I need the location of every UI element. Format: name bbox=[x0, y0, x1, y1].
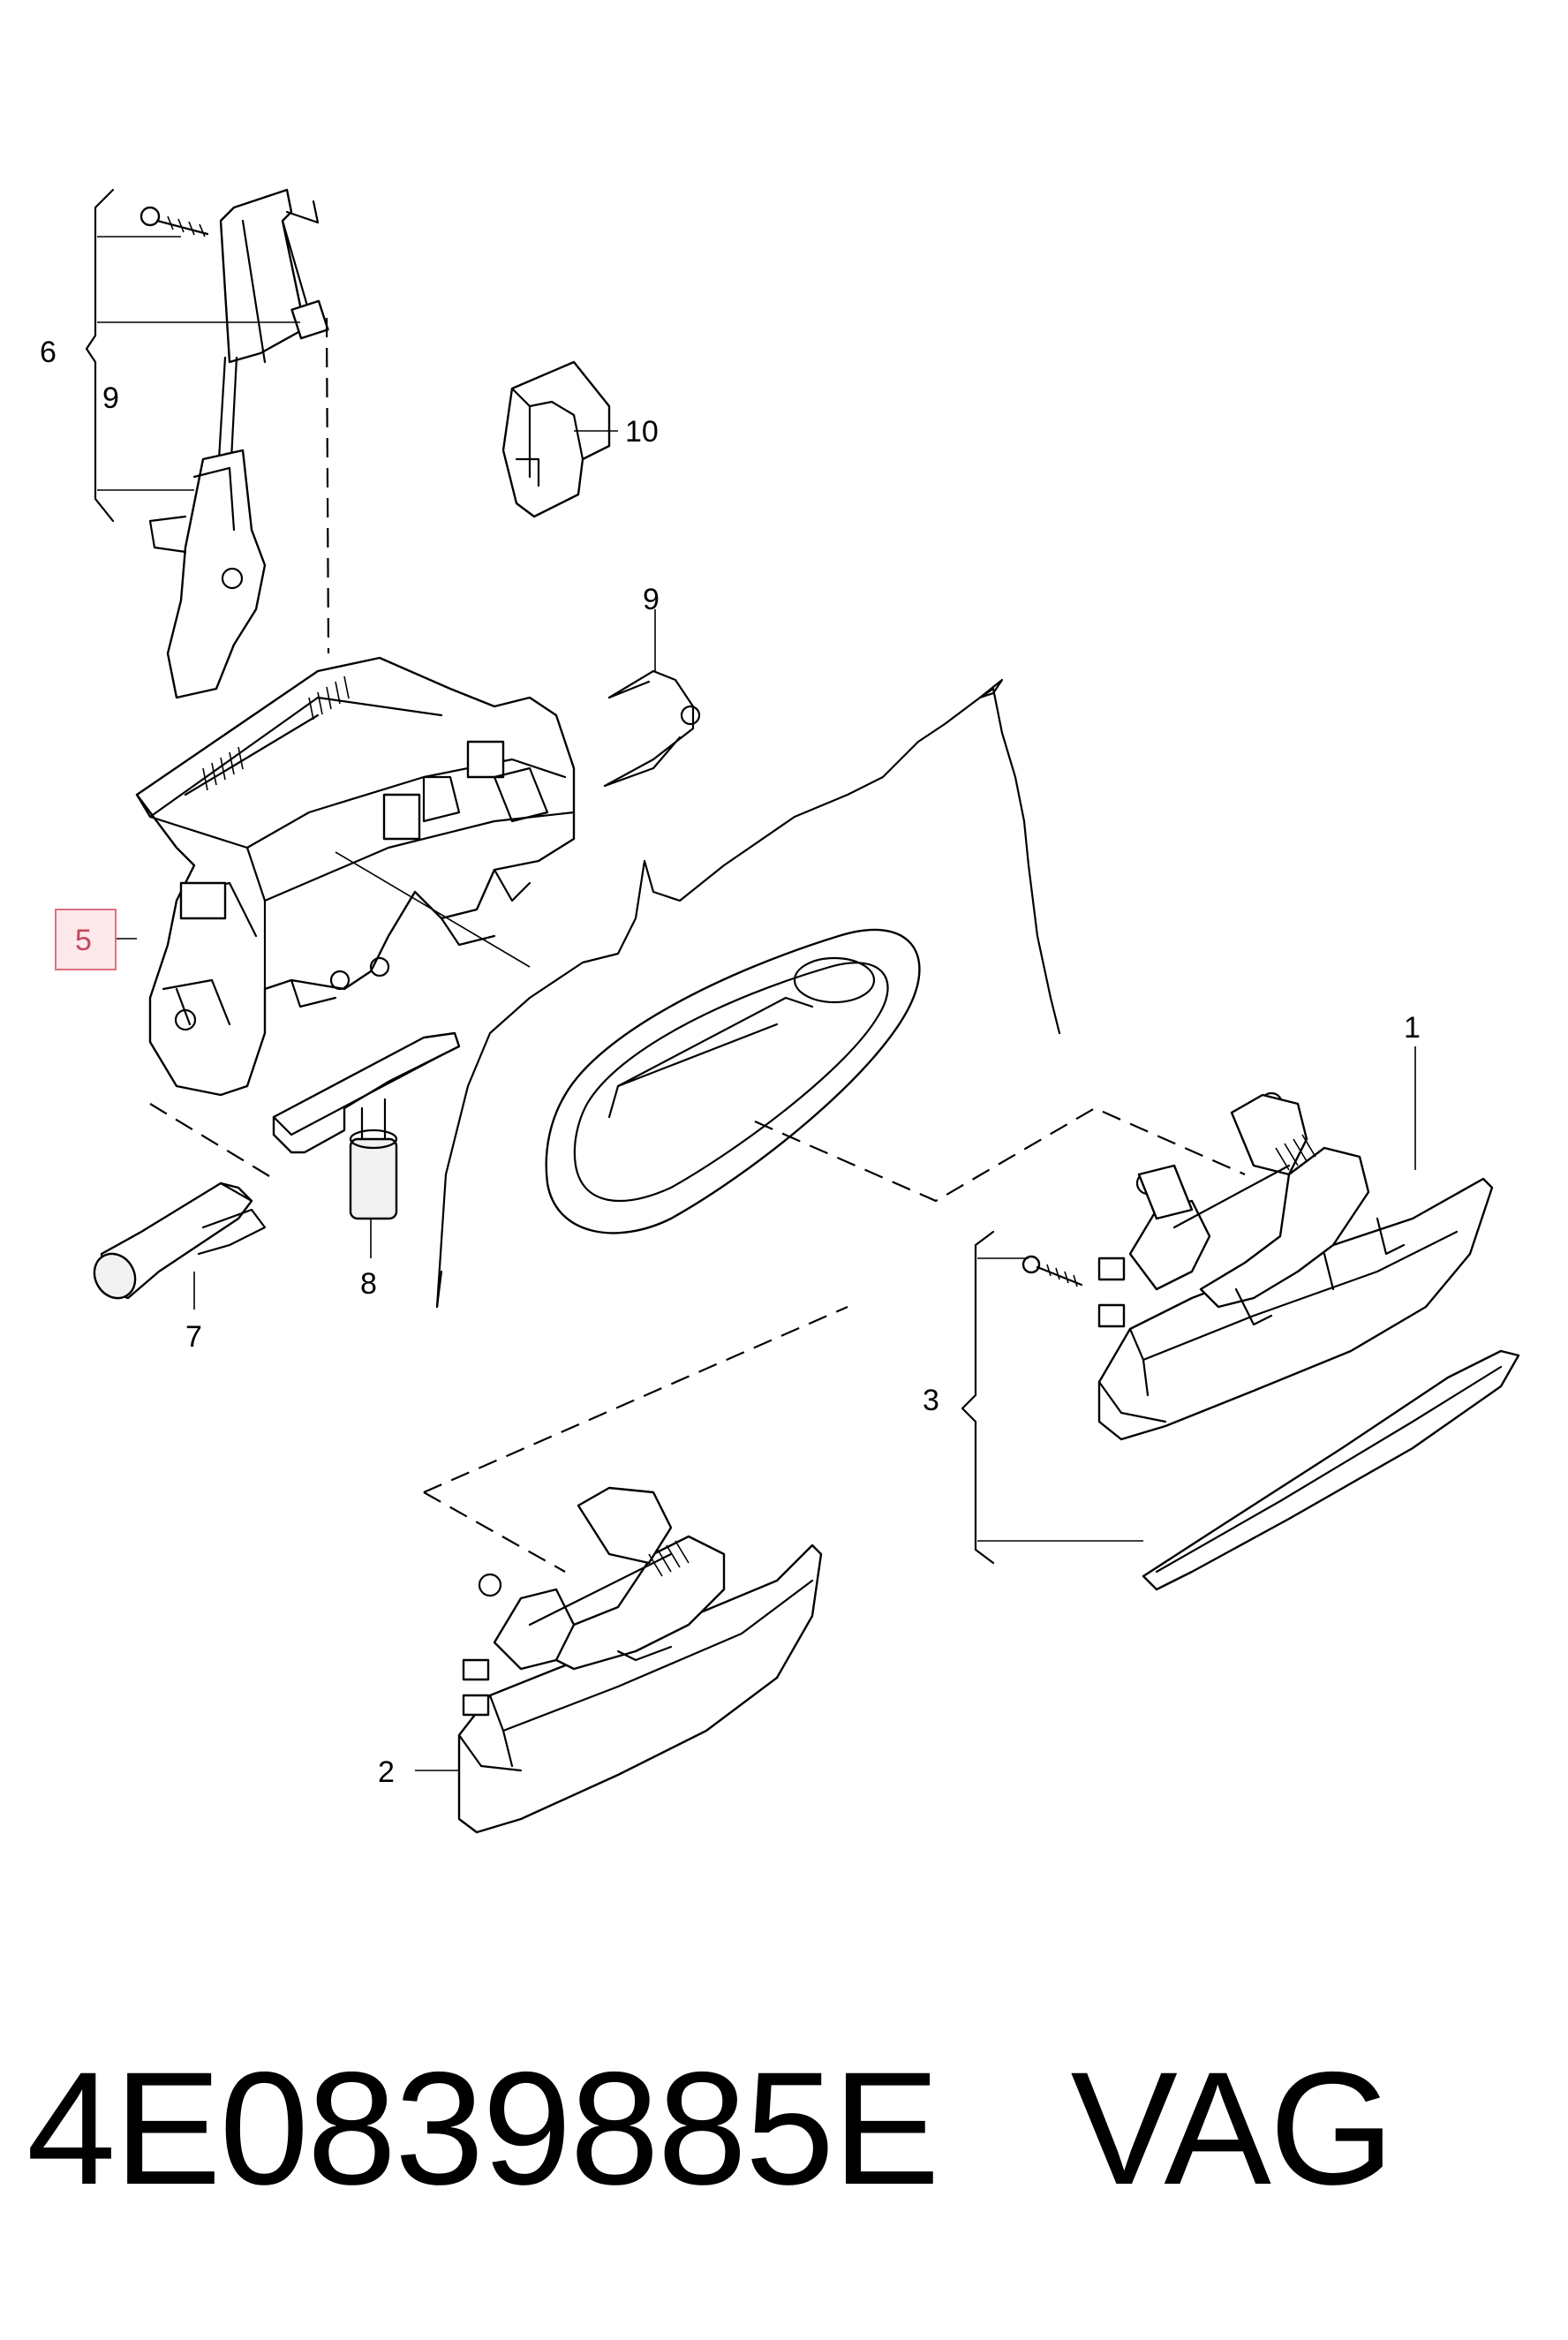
callout-2: 2 bbox=[378, 1755, 395, 1789]
part-7-lock-cylinder bbox=[93, 1181, 267, 1300]
bracket-brace bbox=[85, 188, 300, 523]
part-8-insert bbox=[272, 1031, 461, 1220]
callout-3: 3 bbox=[923, 1384, 939, 1417]
handle-recess bbox=[545, 928, 921, 1234]
callouts: 6 9 10 9 1 5 8 7 3 2 bbox=[40, 336, 1421, 1789]
callout-10: 10 bbox=[625, 415, 659, 449]
part-9-wire-clip bbox=[603, 669, 701, 788]
leader-dashed-bracket bbox=[325, 317, 330, 654]
carrier-springs bbox=[202, 676, 350, 791]
part-9-bracket-lower bbox=[148, 356, 267, 699]
callout-9-wire: 9 bbox=[643, 583, 660, 616]
callout-5: 5 bbox=[75, 924, 92, 957]
callout-9-upper: 9 bbox=[102, 381, 119, 415]
brand-label: VAG bbox=[1070, 2038, 1395, 2218]
callout-6: 6 bbox=[40, 336, 57, 369]
door-panel-outline bbox=[435, 678, 1061, 1309]
leader-dashed-1 bbox=[754, 1106, 1246, 1203]
leader-dashed-2 bbox=[423, 1305, 848, 1573]
callout-5-highlight bbox=[55, 909, 117, 970]
leader-carrier-line bbox=[335, 851, 531, 968]
callout-1: 1 bbox=[1404, 1011, 1421, 1045]
part-1-outer-handle bbox=[1097, 1091, 1494, 1441]
part-caption: 4E0839885E VAG bbox=[26, 2035, 1395, 2221]
part-10-clip bbox=[501, 360, 611, 518]
callout-8: 8 bbox=[360, 1267, 377, 1301]
callout-7: 7 bbox=[185, 1320, 202, 1354]
part-5-handle-carrier bbox=[135, 656, 576, 1097]
part-6-screw bbox=[139, 206, 209, 238]
part-number: 4E0839885E bbox=[26, 2038, 940, 2218]
leader-dashed-7 bbox=[149, 1103, 275, 1180]
part-9-bracket-upper bbox=[219, 188, 329, 364]
part-3-screw-and-clips bbox=[1021, 1255, 1126, 1328]
part-2-outer-handle bbox=[457, 1486, 823, 1834]
part-3-trim-cover bbox=[1142, 1349, 1520, 1591]
part-3-brace bbox=[961, 1230, 1143, 1565]
